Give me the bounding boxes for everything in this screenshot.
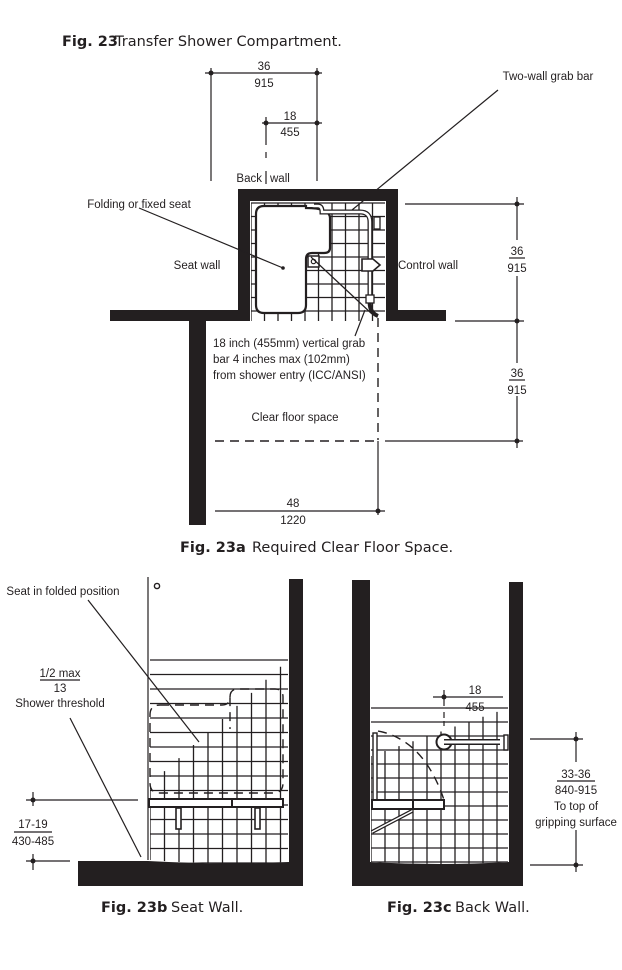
dim-tick (208, 70, 214, 76)
dim-width-36: 36 915 (205, 61, 322, 181)
dim-tick (30, 858, 36, 864)
fig23c-title: Back Wall. (455, 900, 530, 916)
drain-icon (307, 255, 320, 268)
dim-depth: 36 915 36 915 (405, 197, 527, 448)
dim-offset-in: 18 (284, 111, 297, 123)
dim-tick (375, 508, 381, 514)
dim-bar-height-in: 33-36 (561, 769, 590, 781)
dim-bar-height-mm: 840-915 (555, 785, 597, 797)
dim-tick (514, 438, 520, 444)
fig23-number: Fig. 23 (62, 34, 118, 50)
grab-bar-flange (373, 216, 381, 230)
seat-folded-label: Seat in folded position (6, 586, 119, 598)
dim-width-in: 36 (258, 61, 271, 73)
shower-head-icon (153, 582, 161, 590)
fig23a-caption: Fig. 23a Required Clear Floor Space. (180, 540, 453, 556)
seat-hinge (372, 732, 378, 802)
dim-clear-width: 48 1220 (215, 498, 385, 527)
fig23b-caption: Fig. 23b Seat Wall. (101, 900, 243, 916)
grip-note-1: To top of (554, 801, 599, 813)
dim-offset-mm: 455 (280, 127, 299, 139)
back-wall-label-left: Back (236, 173, 262, 185)
dim-seat-height-in: 17-19 (18, 819, 47, 831)
threshold-mm-label: 13 (54, 683, 67, 695)
fig23b-elevation: Seat in folded position 1/2 max 13 Showe… (6, 577, 303, 886)
dim-tick (263, 120, 269, 126)
threshold-max-label: 1/2 max (40, 668, 81, 680)
dim-depth-mm: 915 (507, 263, 526, 275)
fig23c-elevation: 18 455 33-36 840-915 To top of gripping … (352, 580, 617, 886)
dim-tick (514, 318, 520, 324)
folded-seat-outline (149, 688, 284, 794)
shower-seat (371, 799, 445, 810)
two-wall-grab-bar-label: Two-wall grab bar (503, 71, 594, 83)
vertical-grab-bar-note-3: from shower entry (ICC/ANSI) (213, 370, 366, 382)
folded-seat-arc (377, 730, 446, 804)
dim-clear-depth-mm: 915 (507, 385, 526, 397)
leader-line (138, 207, 284, 269)
fig23-caption: Fig. 23 Transfer Shower Compartment. (62, 34, 342, 50)
vertical-grab-bar-note-2: bar 4 inches max (102mm) (213, 354, 350, 366)
fig23c-number: Fig. 23c (387, 900, 452, 916)
clear-space-left-wall (189, 321, 206, 525)
fig23-title: Transfer Shower Compartment. (114, 34, 342, 50)
leader-line (69, 717, 142, 858)
folding-seat-label: Folding or fixed seat (87, 199, 191, 211)
dim-width-mm: 915 (254, 78, 273, 90)
fig23b-title: Seat Wall. (171, 900, 243, 916)
vertical-grab-bar-note-1: 18 inch (455mm) vertical grab (213, 338, 365, 350)
seat-wall-label: Seat wall (174, 260, 221, 272)
shower-threshold-label: Shower threshold (15, 698, 105, 710)
back-wall-label-right: wall (269, 173, 290, 185)
dim-offset-18: 18 455 (262, 111, 322, 158)
fig23a-number: Fig. 23a (180, 540, 246, 556)
leader-line (354, 309, 366, 337)
dim-bar-length-mm: 455 (465, 702, 484, 714)
shower-seat (148, 798, 284, 808)
grip-note-2: gripping surface (535, 817, 617, 829)
dim-seat-height-mm: 430-485 (12, 836, 54, 848)
dim-clear-width-mm: 1220 (280, 515, 306, 527)
fig23b-number: Fig. 23b (101, 900, 167, 916)
fig23-plan: 36 915 18 455 Back wall Two-wall grab ba… (87, 61, 593, 527)
dim-tick (314, 70, 320, 76)
clear-floor-space-label: Clear floor space (252, 412, 339, 424)
control-wall-label: Control wall (398, 260, 458, 272)
dim-tick (30, 797, 36, 803)
dim-tick (441, 694, 447, 700)
seat-leg (175, 807, 182, 830)
dim-clear-depth-in: 36 (511, 368, 524, 380)
dim-tick (514, 201, 520, 207)
back-wall-structure (352, 580, 523, 886)
wall-tiles (371, 707, 508, 864)
fig23c-caption: Fig. 23c Back Wall. (387, 900, 530, 916)
seat-leg (254, 807, 261, 830)
leader-line (310, 256, 373, 315)
dim-depth-in: 36 (511, 246, 524, 258)
wall-tiles (150, 659, 288, 864)
dim-tick (573, 862, 579, 868)
shower-seat-outline (254, 204, 332, 315)
dim-tick (314, 120, 320, 126)
dim-clear-width-in: 48 (287, 498, 300, 510)
dim-tick (573, 736, 579, 742)
dim-bar-length-in: 18 (469, 685, 482, 697)
fig23a-title: Required Clear Floor Space. (252, 540, 453, 556)
leader-line (87, 599, 200, 743)
shower-control-icon (361, 258, 382, 272)
